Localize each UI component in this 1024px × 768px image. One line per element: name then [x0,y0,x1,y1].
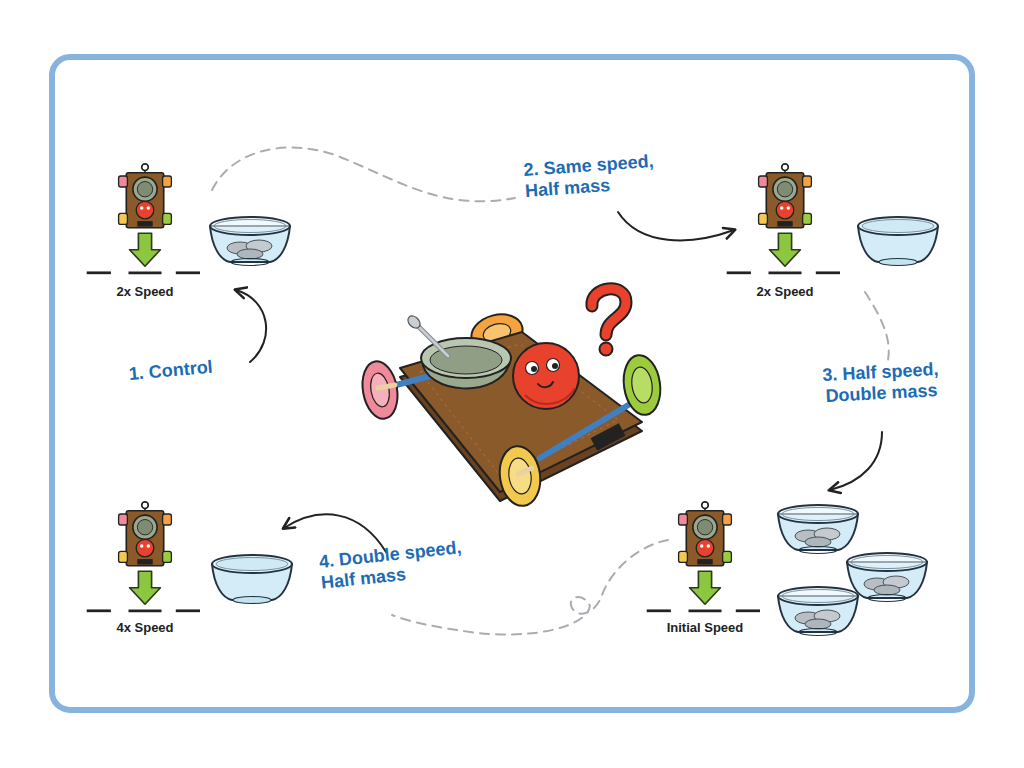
center-car-part [507,457,534,496]
center-car-part [526,362,539,375]
center-car-part [547,359,560,372]
center-car-part [358,358,402,421]
car-icon [87,502,200,611]
empty-bowl [858,217,938,266]
step-label: 4. Double speed, Half mass [318,535,481,593]
step-label: 3. Half speed, Double mass [805,358,957,407]
center-car-part [406,314,423,331]
dashed-path [212,148,889,635]
center-car-part [538,382,553,387]
center-car-part [418,326,448,356]
step-arrows-part [236,290,266,362]
car-icon [647,502,760,611]
step-arrows-part [618,212,734,240]
coin-bowl [210,217,290,266]
center-car-part [552,363,558,369]
question-mark-part [600,343,613,356]
coin-bowl [778,505,858,554]
center-car-part [378,385,395,388]
center-car-part [531,366,537,372]
center-car-part [418,326,448,356]
dashed-path-part [865,292,889,360]
step-arrows-part [830,432,882,490]
center-car-part [518,468,532,474]
center-car-part [630,366,655,404]
question-mark-part [592,289,626,335]
speed-label: 2x Speed [95,284,195,300]
car-icon [727,164,840,273]
speed-label: 2x Speed [735,284,835,300]
car-icon [87,164,200,273]
empty-bowl [212,555,292,604]
speed-label: Initial Speed [645,620,765,636]
center-car-part [496,444,544,509]
step-label: 1. Control [128,353,254,385]
center-car-part [513,343,579,409]
center-car-part [620,353,664,417]
step-label: 2. Same speed, Half mass [523,150,671,201]
center-car [358,309,664,509]
frame [52,57,972,710]
question-mark [592,289,626,356]
question-mark-part [592,289,626,335]
coin-bowl [847,553,927,602]
center-car-part [525,388,575,404]
speed-label: 4x Speed [95,620,195,636]
dashed-path-part [212,148,515,202]
coin-bowl [778,587,858,636]
center-car-part [591,423,626,450]
